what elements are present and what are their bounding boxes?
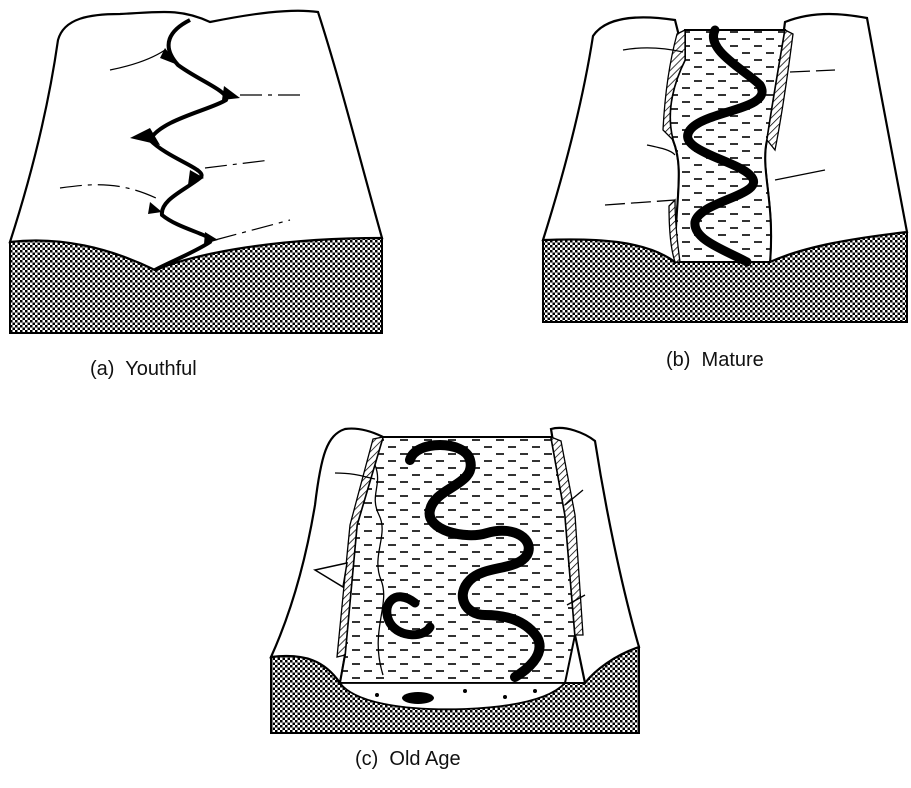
panel-youthful [0, 0, 390, 340]
old-age-deposit-blob [402, 692, 434, 704]
old-age-deposit-dot-4 [533, 689, 537, 693]
old-age-deposit-dot-3 [503, 695, 507, 699]
youthful-valley-block [0, 0, 390, 340]
old-age-valley-block [265, 415, 645, 740]
caption-mature: (b) Mature [666, 349, 764, 372]
panel-mature [535, 0, 911, 330]
old-age-deposit-dot-1 [375, 693, 379, 697]
caption-old-age: (c) Old Age [355, 748, 461, 771]
caption-youthful: (a) Youthful [90, 358, 197, 381]
mature-left-upland [543, 17, 685, 262]
mature-valley-block [535, 0, 911, 330]
panel-old-age [265, 415, 645, 740]
old-age-deposit-dot-2 [463, 689, 467, 693]
